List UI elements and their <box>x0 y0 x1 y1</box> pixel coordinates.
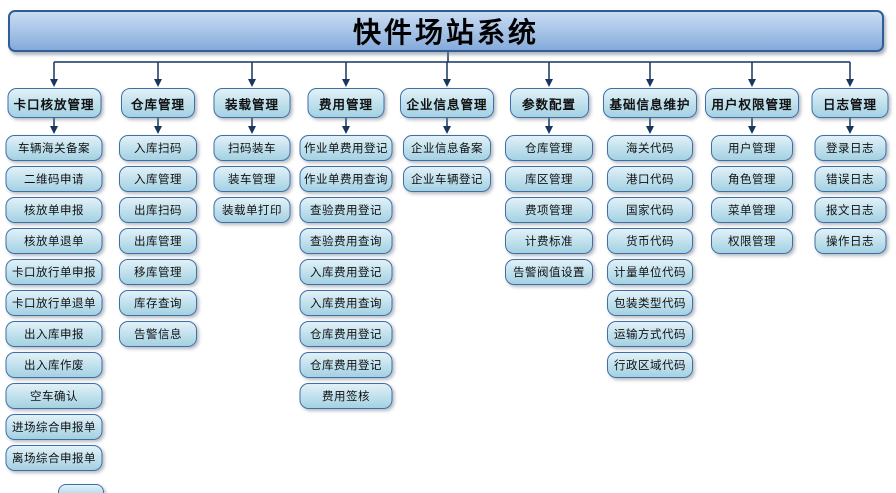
clipped-node <box>58 484 104 493</box>
category-node: 参数配置 <box>509 88 589 118</box>
menu-item-node: 企业信息备案 <box>403 135 491 161</box>
menu-item-node: 卡口放行单退单 <box>5 290 103 316</box>
menu-item-node: 报文日志 <box>814 197 886 223</box>
menu-item-node: 库区管理 <box>505 166 593 192</box>
menu-item-node: 二维码申请 <box>5 166 103 192</box>
menu-item-node: 出库扫码 <box>119 197 197 223</box>
menu-item-node: 核放单申报 <box>5 197 103 223</box>
menu-item-node: 查验费用登记 <box>299 197 393 223</box>
menu-item-node: 装车管理 <box>213 166 291 192</box>
menu-item-list: 扫码装车装车管理装载单打印 <box>213 135 291 223</box>
category-node: 费用管理 <box>307 88 385 118</box>
menu-item-node: 告警阀值设置 <box>505 259 593 285</box>
menu-item-node: 库存查询 <box>119 290 197 316</box>
category-column-user-rights: 用户权限管理 用户管理角色管理菜单管理权限管理 <box>705 88 799 254</box>
category-column-gate-release: 卡口核放管理 车辆海关备案二维码申请核放单申报核放单退单卡口放行单申报卡口放行单… <box>5 88 103 471</box>
category-node: 卡口核放管理 <box>7 88 101 118</box>
menu-item-node: 用户管理 <box>711 135 793 161</box>
category-node: 仓库管理 <box>121 88 195 118</box>
menu-item-node: 作业单费用查询 <box>299 166 393 192</box>
menu-item-node: 仓库费用登记 <box>299 352 393 378</box>
menu-item-node: 登录日志 <box>814 135 886 161</box>
menu-item-list: 用户管理角色管理菜单管理权限管理 <box>711 135 793 254</box>
menu-item-node: 入库管理 <box>119 166 197 192</box>
category-node: 企业信息管理 <box>400 88 494 118</box>
menu-item-node: 港口代码 <box>607 166 693 192</box>
menu-item-node: 企业车辆登记 <box>403 166 491 192</box>
menu-item-list: 登录日志错误日志报文日志操作日志 <box>814 135 886 254</box>
connector-drop-lines <box>53 62 851 79</box>
arrowhead-icons-top <box>50 79 854 87</box>
menu-item-node: 入库扫码 <box>119 135 197 161</box>
menu-item-node: 运输方式代码 <box>607 321 693 347</box>
menu-item-node: 费用签核 <box>299 383 393 409</box>
menu-item-list: 企业信息备案企业车辆登记 <box>403 135 491 192</box>
menu-item-node: 入库费用查询 <box>299 290 393 316</box>
menu-item-node: 仓库费用登记 <box>299 321 393 347</box>
category-column-loading: 装载管理 扫码装车装车管理装载单打印 <box>213 88 291 223</box>
menu-item-node: 菜单管理 <box>711 197 793 223</box>
menu-item-node: 进场综合申报单 <box>5 414 103 440</box>
menu-item-node: 出库管理 <box>119 228 197 254</box>
menu-item-node: 计费标准 <box>505 228 593 254</box>
category-node: 用户权限管理 <box>705 88 799 118</box>
menu-item-node: 扫码装车 <box>213 135 291 161</box>
menu-item-node: 费项管理 <box>505 197 593 223</box>
menu-item-node: 国家代码 <box>607 197 693 223</box>
menu-item-node: 入库费用登记 <box>299 259 393 285</box>
menu-item-node: 错误日志 <box>814 166 886 192</box>
root-node: 快件场站系统 <box>8 10 884 52</box>
connector-trunk-line <box>54 52 850 63</box>
menu-item-node: 卡口放行单申报 <box>5 259 103 285</box>
menu-item-node: 包装类型代码 <box>607 290 693 316</box>
menu-item-node: 移库管理 <box>119 259 197 285</box>
menu-item-node: 空车确认 <box>5 383 103 409</box>
menu-item-node: 装载单打印 <box>213 197 291 223</box>
category-column-warehouse: 仓库管理 入库扫码入库管理出库扫码出库管理移库管理库存查询告警信息 <box>119 88 197 347</box>
menu-item-node: 出入库作废 <box>5 352 103 378</box>
menu-item-list: 海关代码港口代码国家代码货币代码计量单位代码包装类型代码运输方式代码行政区域代码 <box>607 135 693 378</box>
menu-item-node: 查验费用查询 <box>299 228 393 254</box>
menu-item-node: 作业单费用登记 <box>299 135 393 161</box>
root-title: 快件场站系统 <box>352 18 539 49</box>
menu-item-node: 核放单退单 <box>5 228 103 254</box>
menu-item-node: 出入库申报 <box>5 321 103 347</box>
category-column-parameters: 参数配置 仓库管理库区管理费项管理计费标准告警阀值设置 <box>505 88 593 285</box>
menu-item-node: 操作日志 <box>814 228 886 254</box>
menu-item-list: 仓库管理库区管理费项管理计费标准告警阀值设置 <box>505 135 593 285</box>
category-column-logs: 日志管理 登录日志错误日志报文日志操作日志 <box>811 88 889 254</box>
menu-item-node: 货币代码 <box>607 228 693 254</box>
menu-item-node: 角色管理 <box>711 166 793 192</box>
menu-item-node: 告警信息 <box>119 321 197 347</box>
menu-item-node: 行政区域代码 <box>607 352 693 378</box>
menu-item-list: 作业单费用登记作业单费用查询查验费用登记查验费用查询入库费用登记入库费用查询仓库… <box>299 135 393 409</box>
menu-item-node: 计量单位代码 <box>607 259 693 285</box>
menu-item-node: 权限管理 <box>711 228 793 254</box>
category-column-enterprise-info: 企业信息管理 企业信息备案企业车辆登记 <box>400 88 494 192</box>
category-column-base-info: 基础信息维护 海关代码港口代码国家代码货币代码计量单位代码包装类型代码运输方式代… <box>603 88 697 378</box>
menu-item-node: 海关代码 <box>607 135 693 161</box>
category-column-fees: 费用管理 作业单费用登记作业单费用查询查验费用登记查验费用查询入库费用登记入库费… <box>299 88 393 409</box>
menu-item-list: 车辆海关备案二维码申请核放单申报核放单退单卡口放行单申报卡口放行单退单出入库申报… <box>5 135 103 471</box>
category-node: 日志管理 <box>811 88 889 118</box>
category-node: 基础信息维护 <box>603 88 697 118</box>
menu-item-node: 车辆海关备案 <box>5 135 103 161</box>
category-node: 装载管理 <box>213 88 291 118</box>
menu-item-list: 入库扫码入库管理出库扫码出库管理移库管理库存查询告警信息 <box>119 135 197 347</box>
menu-item-node: 仓库管理 <box>505 135 593 161</box>
menu-item-node: 离场综合申报单 <box>5 445 103 471</box>
